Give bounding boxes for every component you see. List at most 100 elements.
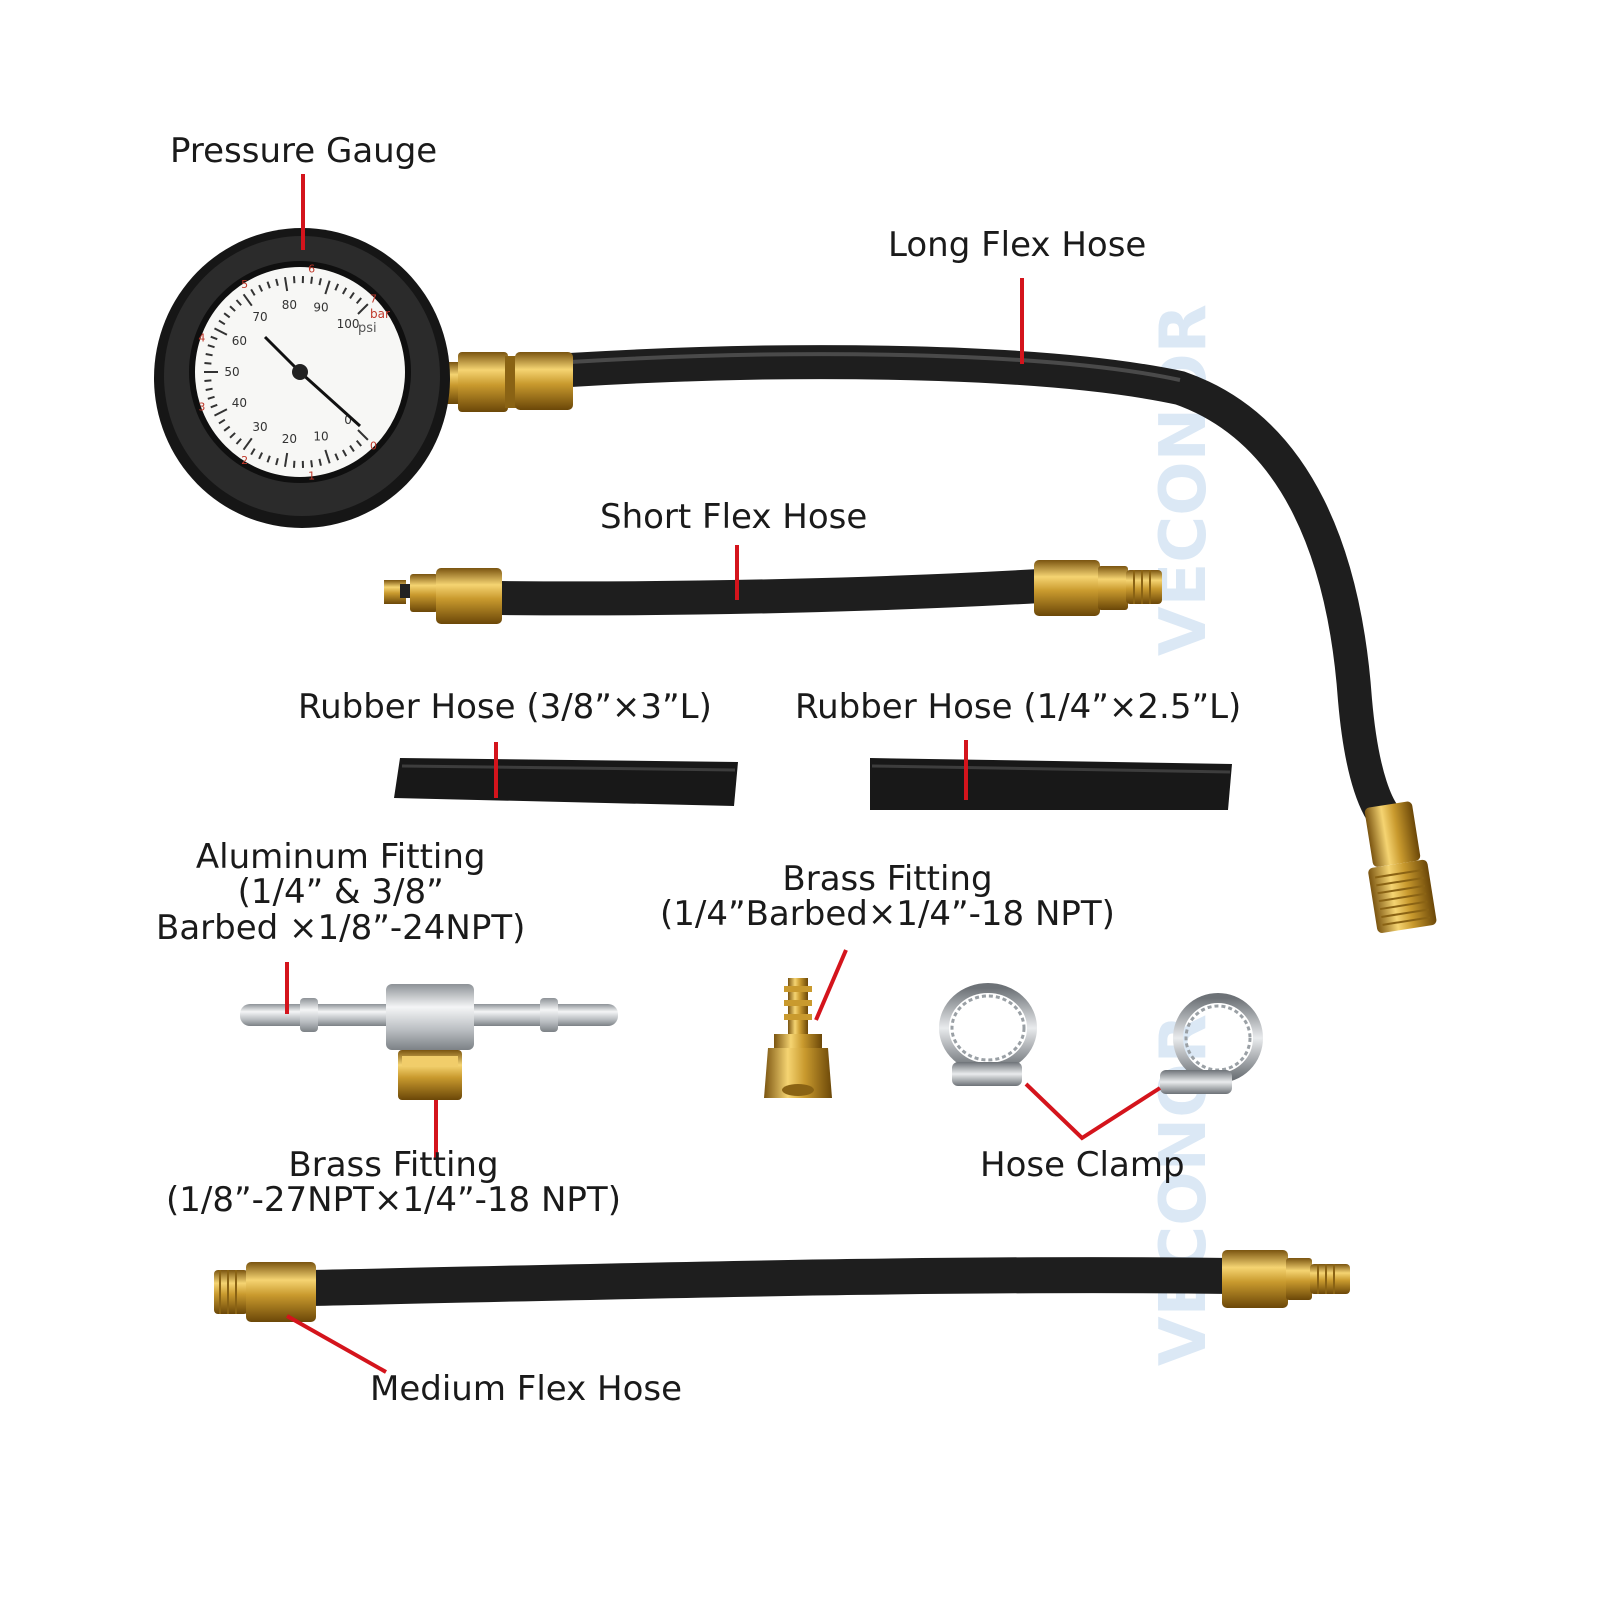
label-rubber-hose-3-8: Rubber Hose (3/8”×3”L) <box>298 687 712 727</box>
gauge-tick <box>235 438 242 445</box>
gauge-tick <box>266 281 271 289</box>
gauge-tick <box>210 335 218 341</box>
label-line: (1/8”-27NPT×1/4”-18 NPT) <box>166 1180 621 1221</box>
gauge-tick <box>218 319 226 326</box>
gauge-tick <box>318 278 322 286</box>
gauge-tick <box>283 277 289 292</box>
gauge-tick <box>229 305 236 312</box>
bar-unit-label: bar <box>370 307 390 321</box>
gauge-psi-label: 80 <box>282 298 297 312</box>
gauge-tick <box>357 303 369 315</box>
gauge-tick <box>204 361 212 365</box>
gauge-bar-label: 3 <box>198 400 205 413</box>
label-line: Brass Fitting <box>782 859 993 899</box>
gauge-tick <box>205 387 213 391</box>
gauge-tick <box>324 280 331 295</box>
gauge-tick <box>258 452 264 460</box>
gauge-tick <box>235 299 242 306</box>
label-line: Barbed ×1/8”-24NPT) <box>156 907 526 948</box>
gauge-tick <box>214 408 228 417</box>
label-long-flex-hose: Long Flex Hose <box>888 225 1147 265</box>
leader-hose-clamp <box>1024 1082 1162 1141</box>
gauge-tick <box>250 288 256 296</box>
gauge-tick <box>355 297 362 305</box>
brass-barbed-fitting <box>764 978 832 1098</box>
gauge-tick <box>223 312 231 319</box>
gauge-tick <box>242 437 253 451</box>
short-flex-hose <box>384 560 1162 624</box>
leader-brass-barbed-fitting <box>814 949 848 1021</box>
label-aluminum-fitting: Aluminum Fitting (1/4” & 3/8” Barbed ×1/… <box>156 837 526 948</box>
label-short-flex-hose: Short Flex Hose <box>600 497 868 537</box>
gauge-tick <box>204 379 212 383</box>
gauge-bar-label: 2 <box>241 454 248 467</box>
gauge-tick <box>207 395 215 400</box>
label-hose-clamp: Hose Clamp <box>980 1145 1185 1185</box>
gauge-psi-label: 30 <box>252 420 267 434</box>
rubber-hose-1-4 <box>870 758 1232 810</box>
gauge-psi-label: 0 <box>344 413 352 427</box>
label-line: (1/4”Barbed×1/4”-18 NPT) <box>660 894 1115 935</box>
gauge-bar-label: 6 <box>308 263 315 276</box>
gauge-tick <box>310 460 314 468</box>
gauge-tick <box>349 292 355 299</box>
gauge-tick <box>341 449 348 457</box>
gauge-bar-label: 1 <box>308 469 315 482</box>
gauge-tick <box>334 283 340 291</box>
gauge-tick <box>318 458 322 466</box>
gauge-tick <box>266 455 271 463</box>
gauge-tick <box>341 287 348 295</box>
label-brass-barbed-fitting: Brass Fitting (1/4”Barbed×1/4”-18 NPT) <box>660 859 1115 935</box>
label-line: Aluminum Fitting <box>195 837 486 877</box>
aluminum-tee-fitting <box>240 984 618 1100</box>
gauge-tick <box>349 445 355 452</box>
gauge-tick <box>357 429 369 441</box>
gauge-psi-label: 10 <box>313 430 328 444</box>
gauge-tick <box>218 418 226 425</box>
gauge-tick <box>310 276 314 284</box>
label-rubber-hose-1-4: Rubber Hose (1/4”×2.5”L) <box>795 687 1242 727</box>
leader-lines <box>285 174 1162 1374</box>
gauge-bar-label: 0 <box>370 440 377 453</box>
hose-clamp-right <box>1160 993 1263 1094</box>
label-medium-flex-hose: Medium Flex Hose <box>370 1369 683 1409</box>
gauge-psi-label: 20 <box>282 432 297 446</box>
gauge-tick <box>258 284 264 292</box>
gauge-psi-label: 40 <box>232 396 247 410</box>
gauge-tick <box>242 293 253 307</box>
gauge-tick <box>250 448 256 456</box>
pressure-gauge: 0 10 20 30 40 50 60 70 80 90 100 0 1 2 3 4 5 6 7 psi bar <box>154 228 450 528</box>
gauge-tick <box>223 425 231 432</box>
long-hose-end-fitting <box>1364 801 1437 933</box>
gauge-psi-label: 50 <box>224 365 239 379</box>
gauge-bar-label: 5 <box>241 278 248 291</box>
label-pressure-gauge: Pressure Gauge <box>170 131 438 171</box>
gauge-tick <box>275 278 279 287</box>
rubber-hose-3-8 <box>394 758 738 806</box>
gauge-tick <box>283 452 289 467</box>
medium-flex-hose <box>214 1250 1350 1322</box>
gauge-bar-label: 7 <box>370 292 377 305</box>
gauge-psi-label: 60 <box>232 334 247 348</box>
label-line: (1/4” & 3/8” <box>237 872 444 913</box>
leader-medium-flex-hose <box>286 1314 387 1374</box>
gauge-brass-connector <box>442 352 573 412</box>
gauge-psi-label: 100 <box>337 317 360 331</box>
label-line: Brass Fitting <box>288 1145 499 1185</box>
label-brass-npt-fitting: Brass Fitting (1/8”-27NPT×1/4”-18 NPT) <box>166 1145 621 1221</box>
gauge-psi-label: 90 <box>313 300 328 314</box>
gauge-tick <box>214 327 228 336</box>
hose-clamp-left <box>939 983 1037 1086</box>
gauge-tick <box>334 453 340 461</box>
psi-unit-label: psi <box>358 321 377 336</box>
gauge-bar-label: 4 <box>198 332 205 345</box>
long-flex-hose <box>553 345 1405 837</box>
gauge-tick <box>324 449 331 464</box>
gauge-tick <box>210 403 218 409</box>
gauge-tick <box>205 353 213 357</box>
gauge-tick <box>207 344 215 349</box>
gauge-tick <box>275 457 279 466</box>
gauge-psi-label: 70 <box>252 310 267 324</box>
